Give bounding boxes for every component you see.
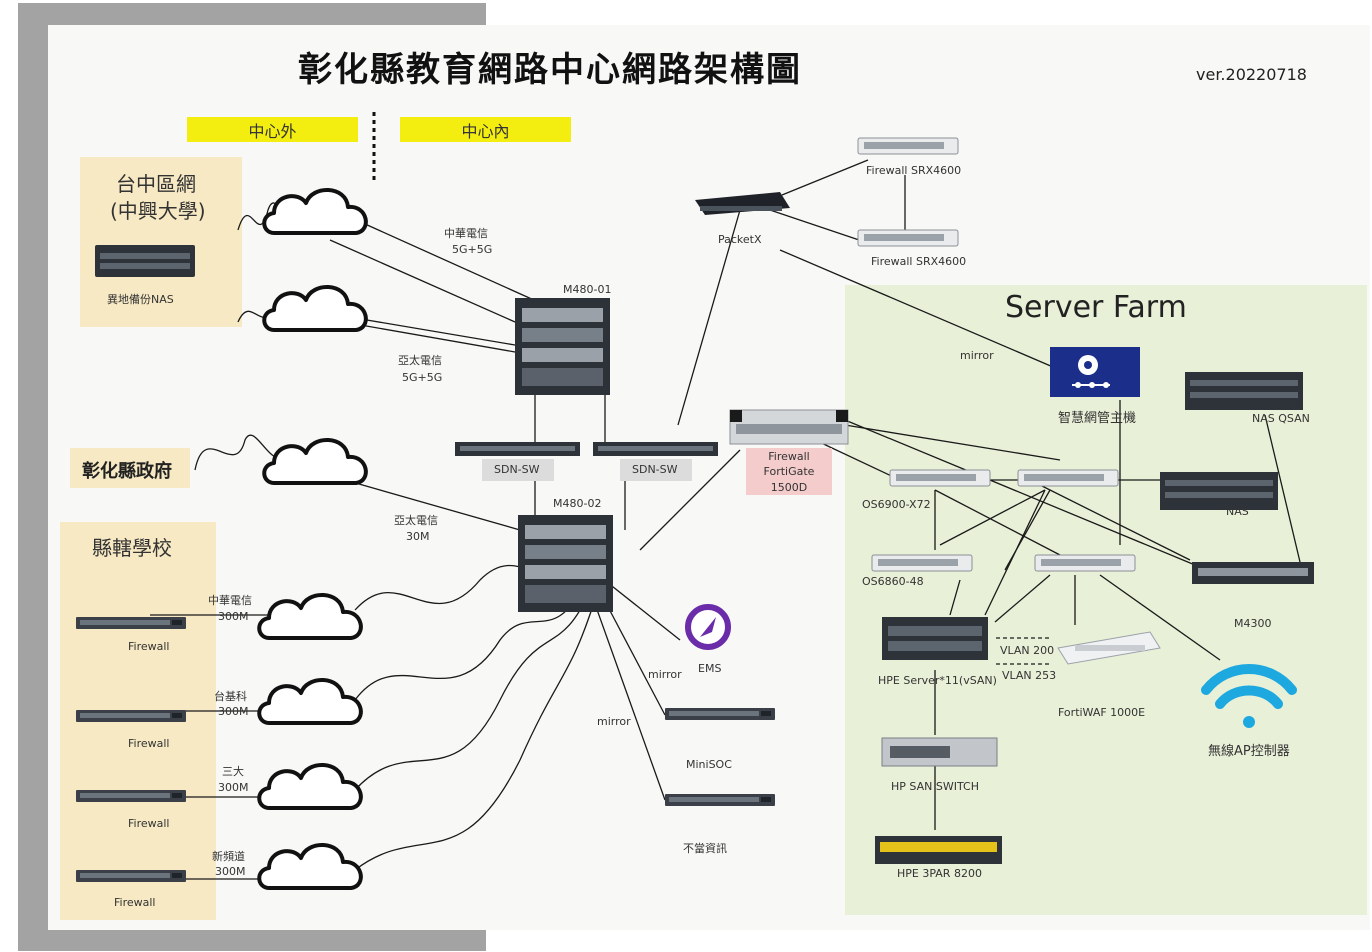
version-label: ver.20220718 xyxy=(1196,65,1307,84)
aptg-uplink-isp-1: 亞太電信 xyxy=(398,354,442,367)
mirror-label-ems: mirror xyxy=(648,668,682,681)
m480-01-chassis xyxy=(515,298,610,395)
packetx-label: PacketX xyxy=(718,233,762,246)
fortiwaf-device xyxy=(1057,631,1161,665)
gov-zone xyxy=(70,448,190,488)
os6900-label: OS6900-X72 xyxy=(862,498,931,511)
fortigate-label-3: 1500D xyxy=(770,481,808,494)
fortigate-tag xyxy=(746,448,832,495)
badinfo-device xyxy=(665,794,775,806)
os6860-switch-2 xyxy=(1034,554,1136,572)
schools-title: 縣轄學校 xyxy=(92,536,172,560)
taichung-zone xyxy=(80,157,242,327)
fortigate-label-2: FortiGate xyxy=(763,465,815,478)
wifi-icon xyxy=(1201,664,1297,728)
minisoc-label: MiniSOC xyxy=(686,758,732,771)
school-firewall-1 xyxy=(76,617,186,629)
sdn-switch-1 xyxy=(455,442,580,456)
school-isp-4: 新頻道 xyxy=(212,850,245,863)
packetx-device xyxy=(695,192,790,215)
school-firewall-label-3: Firewall xyxy=(128,817,170,830)
fortiwaf-label: FortiWAF 1000E xyxy=(1058,706,1146,719)
m4300-switch xyxy=(1192,562,1314,584)
school-isp-2: 台基科 xyxy=(214,690,247,703)
sdn-sw-label-2: SDN-SW xyxy=(632,463,678,476)
school-bw-3: 300M xyxy=(218,781,249,794)
taichung-title-line2: (中興大學) xyxy=(110,199,206,223)
srx4600-label-a: Firewall SRX4600 xyxy=(866,164,962,177)
wifi-controller-label: 無線AP控制器 xyxy=(1208,744,1290,759)
diagram-title: 彰化縣教育網路中心網路架構圖 xyxy=(298,50,802,90)
os6900-switch-2 xyxy=(1017,469,1119,487)
school-bw-1: 300M xyxy=(218,610,249,623)
fortigate-label-1: Firewall xyxy=(768,450,810,463)
nas-backup-label: 異地備份NAS xyxy=(107,293,174,306)
vlan200-label: VLAN 200 xyxy=(1000,644,1055,657)
srx4600-label-b: Firewall SRX4600 xyxy=(871,255,967,268)
nas-device xyxy=(1160,472,1278,510)
outside-label: 中心外 xyxy=(187,118,358,142)
school-firewall-label-2: Firewall xyxy=(128,737,170,750)
aptg-uplink-bw-2: 30M xyxy=(406,530,430,543)
gov-label: 彰化縣政府 xyxy=(82,461,172,482)
school-firewall-3 xyxy=(76,790,186,802)
m4300-label: M4300 xyxy=(1234,617,1272,630)
m480-02-chassis xyxy=(518,515,613,612)
ems-icon xyxy=(685,604,731,650)
os6860-switch-1 xyxy=(871,554,973,572)
os6860-label: OS6860-48 xyxy=(862,575,924,588)
school-isp-1: 中華電信 xyxy=(208,594,252,607)
hpe-server-label: HPE Server*11(vSAN) xyxy=(878,674,997,687)
m480-01-label: M480-01 xyxy=(563,283,612,296)
ems-label: EMS xyxy=(698,662,722,675)
badinfo-label: 不當資訊 xyxy=(683,842,727,855)
school-firewall-label-4: Firewall xyxy=(114,896,156,909)
sdn-sw-label-1: SDN-SW xyxy=(494,463,540,476)
inside-label: 中心內 xyxy=(400,118,571,142)
mirror-label-farm: mirror xyxy=(960,349,994,362)
srx4600-b-device xyxy=(857,229,959,247)
nas-qsan-device xyxy=(1185,372,1303,410)
vlan253-label: VLAN 253 xyxy=(1002,669,1057,682)
school-bw-2: 300M xyxy=(218,705,249,718)
sdn-switch-2 xyxy=(593,442,718,456)
os6900-switch-1 xyxy=(889,469,991,487)
smart-host-label: 智慧網管主機 xyxy=(1058,411,1137,426)
cht-uplink-isp: 中華電信 xyxy=(444,227,488,240)
wireless-links xyxy=(194,202,599,871)
hp-san-switch-device xyxy=(881,737,998,767)
school-firewall-label-1: Firewall xyxy=(128,640,170,653)
fortigate-device xyxy=(729,409,849,445)
school-firewall-2 xyxy=(76,710,186,722)
school-bw-4: 300M xyxy=(215,865,246,878)
sdn-tag-1 xyxy=(482,459,554,481)
hp-san-label: HP SAN SWITCH xyxy=(891,780,979,793)
aptg-uplink-isp-2: 亞太電信 xyxy=(394,514,438,527)
nas-label: NAS xyxy=(1226,505,1249,518)
sdn-tag-2 xyxy=(620,459,692,481)
hpe-server-device xyxy=(882,617,988,660)
minisoc-device xyxy=(665,708,775,720)
cht-uplink-bw: 5G+5G xyxy=(452,243,493,256)
m480-02-label: M480-02 xyxy=(553,497,602,510)
aptg-uplink-bw-1: 5G+5G xyxy=(402,371,443,384)
nas-qsan-label: NAS QSAN xyxy=(1252,412,1310,425)
school-isp-3: 三大 xyxy=(222,765,244,778)
nas-backup-device xyxy=(95,245,195,277)
hpe-3par-label: HPE 3PAR 8200 xyxy=(897,867,982,880)
mirror-label-soc: mirror xyxy=(597,715,631,728)
server-farm-title: Server Farm xyxy=(1005,290,1187,325)
school-firewall-4 xyxy=(76,870,186,882)
taichung-title-line1: 台中區網 xyxy=(116,172,196,196)
smart-host-icon xyxy=(1050,347,1140,397)
hpe-3par-device xyxy=(875,836,1002,864)
connection-lines xyxy=(150,159,1301,880)
srx4600-a-device xyxy=(857,137,959,155)
